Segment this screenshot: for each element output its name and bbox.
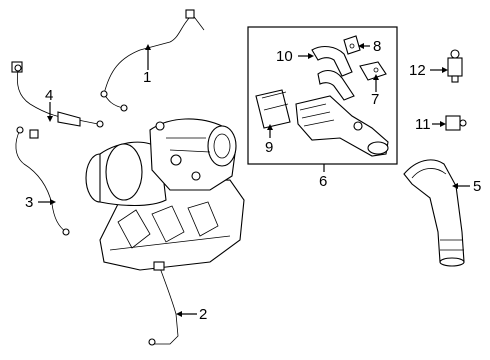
callout-9: 9 xyxy=(265,139,273,156)
callout-12: 12 xyxy=(409,62,426,79)
leader-lines xyxy=(38,43,470,317)
turbocharger-assembly xyxy=(85,118,245,271)
callout-7: 7 xyxy=(371,91,379,108)
part-10-hose xyxy=(311,45,355,101)
callout-6: 6 xyxy=(319,173,327,190)
part-8-bracket xyxy=(343,35,361,55)
part-4-hose xyxy=(11,61,104,128)
part-1-pipe xyxy=(100,9,205,112)
part-2-pipe xyxy=(148,261,179,346)
part-9-duct xyxy=(255,89,291,129)
callout-5: 5 xyxy=(473,178,481,195)
callout-4: 4 xyxy=(45,87,53,104)
part-7-clamp xyxy=(359,61,387,81)
part-11-sensor xyxy=(445,115,467,131)
intake-duct-assembly xyxy=(295,95,389,157)
callout-2: 2 xyxy=(199,306,207,323)
callout-10: 10 xyxy=(276,48,293,65)
part-12-sensor xyxy=(447,49,463,83)
callout-3: 3 xyxy=(25,194,33,211)
callout-1: 1 xyxy=(143,69,151,86)
part-5-elbow xyxy=(403,159,465,267)
part-3-hose xyxy=(15,126,70,236)
callout-8: 8 xyxy=(373,38,381,55)
callout-11: 11 xyxy=(415,116,431,133)
detail-box xyxy=(247,26,398,165)
